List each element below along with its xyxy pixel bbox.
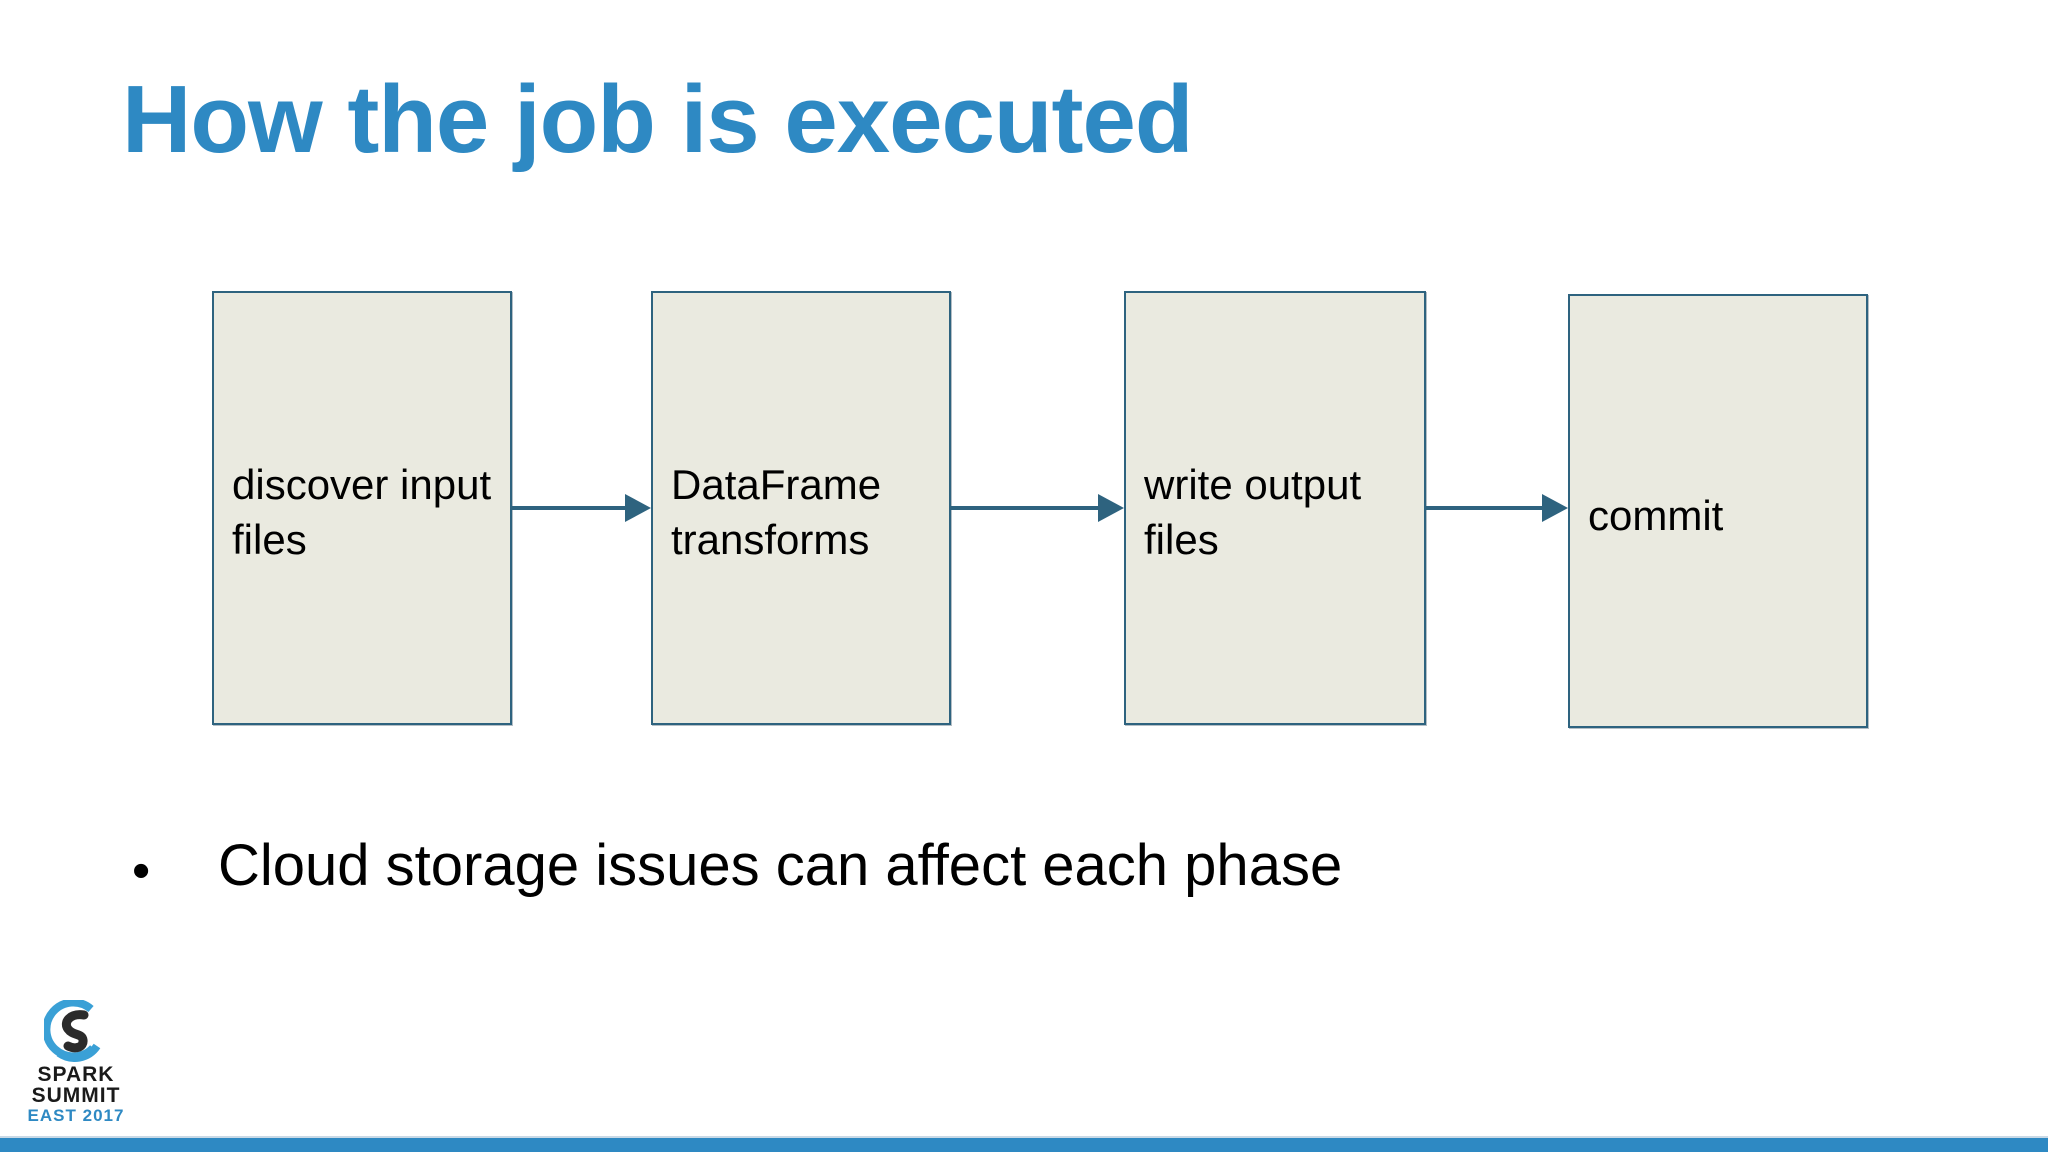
logo-line-summit: SUMMIT bbox=[31, 1084, 121, 1107]
logo-line-spark: SPARK bbox=[37, 1063, 115, 1086]
arrow-head-icon bbox=[625, 494, 651, 522]
phase-box-label: commit bbox=[1588, 492, 1724, 539]
spark-summit-wordmark: SPARK SUMMIT EAST 2017 bbox=[16, 1064, 136, 1126]
flow-arrow-2 bbox=[951, 493, 1125, 523]
bullet-text: Cloud storage issues can affect each pha… bbox=[218, 833, 1343, 898]
phase-box-commit[interactable]: commit bbox=[1568, 294, 1868, 728]
flow-arrow-3 bbox=[1426, 493, 1569, 523]
arrow-shaft-icon bbox=[512, 506, 628, 510]
logo-line-east-2017: EAST 2017 bbox=[27, 1106, 125, 1125]
arrow-shaft-icon bbox=[1426, 506, 1545, 510]
phase-box-dataframe-transforms[interactable]: DataFrame transforms bbox=[651, 291, 951, 725]
phase-box-discover-input-files[interactable]: discover input files bbox=[212, 291, 512, 725]
page-title: How the job is executed bbox=[122, 66, 1194, 173]
spark-summit-logo: SPARK SUMMIT EAST 2017 bbox=[16, 998, 136, 1126]
arrow-head-icon bbox=[1542, 494, 1568, 522]
bullet-point-icon: • bbox=[132, 842, 151, 900]
bottom-accent-bar bbox=[0, 1136, 2048, 1152]
phase-box-label: discover input files bbox=[232, 461, 492, 564]
arrow-head-icon bbox=[1098, 494, 1124, 522]
phase-box-label: write output files bbox=[1144, 461, 1362, 564]
flow-arrow-1 bbox=[512, 493, 652, 523]
phase-box-write-output-files[interactable]: write output files bbox=[1124, 291, 1426, 725]
bullet-list-item: • Cloud storage issues can affect each p… bbox=[132, 833, 1932, 900]
arrow-shaft-icon bbox=[951, 506, 1101, 510]
phase-box-label: DataFrame transforms bbox=[671, 461, 882, 564]
spark-summit-swirl-icon bbox=[42, 998, 106, 1062]
